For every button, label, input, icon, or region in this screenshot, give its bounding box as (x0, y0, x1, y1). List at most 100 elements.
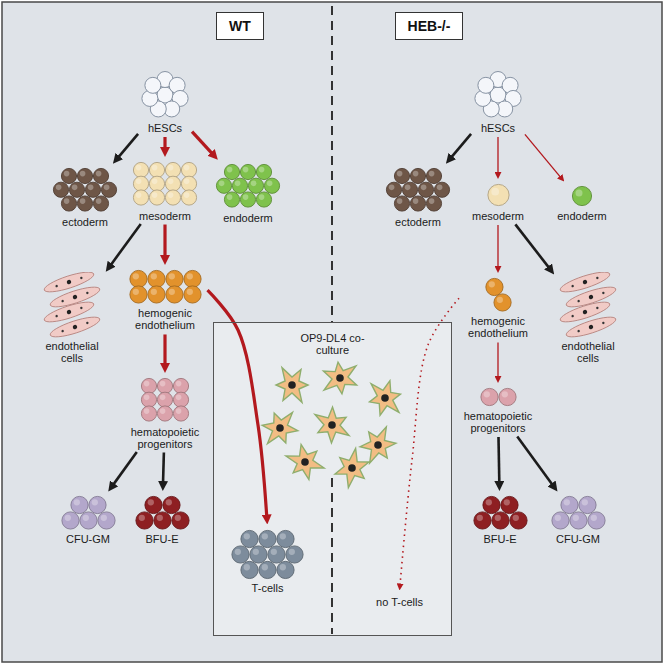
node-label: endoderm (557, 210, 607, 222)
coculture-box: OP9-DL4 co-cultureT-cellsno T-cells (213, 322, 452, 636)
cell (129, 270, 146, 287)
cell (256, 192, 271, 207)
cell-cluster: hESCs (473, 70, 523, 134)
cell (133, 190, 148, 205)
cell (259, 561, 276, 578)
cell (165, 190, 180, 205)
cell (61, 196, 76, 211)
cell-cluster: hemogenic endothelium (459, 276, 537, 339)
cell (232, 178, 247, 193)
stromal-cell (286, 444, 324, 479)
cell (133, 162, 148, 177)
cell (93, 196, 108, 211)
cell (394, 196, 409, 211)
cell-cluster: endoderm (557, 184, 607, 222)
cell (153, 512, 170, 529)
cell (97, 512, 114, 529)
cell (224, 164, 239, 179)
node-label: CFU-GM (66, 533, 110, 545)
cell (241, 561, 258, 578)
cell (500, 496, 517, 513)
arrow-connector (192, 132, 213, 155)
arrow-connector (517, 436, 553, 485)
cell (149, 162, 164, 177)
cell (560, 496, 577, 513)
genotype-header: HEB-/- (395, 12, 464, 40)
header-label: HEB-/- (408, 18, 451, 34)
cell-illustration (473, 70, 523, 120)
cell-illustration (480, 182, 517, 208)
cell (77, 168, 92, 183)
cell (70, 496, 87, 513)
endothelial-cell (564, 313, 617, 338)
coculture-ground (213, 322, 452, 636)
cell (165, 176, 180, 191)
cell (135, 512, 152, 529)
cell (173, 378, 188, 393)
cell (240, 192, 255, 207)
arrow-connector (497, 137, 498, 174)
endothelial-cells: endothelial cells (40, 272, 104, 364)
arrow-connector (515, 224, 550, 268)
node-label: endothelial cells (40, 340, 104, 364)
cell (482, 496, 499, 513)
cell-illustration (55, 494, 122, 531)
cell (181, 176, 196, 191)
node-label: no T-cells (376, 596, 423, 608)
node-label: hemogenic endothelium (459, 315, 537, 339)
stromal-cell (315, 407, 349, 443)
arrow-connector (163, 225, 166, 258)
cell (181, 190, 196, 205)
cell (69, 182, 84, 197)
cell-cluster: BFU-E (467, 494, 534, 545)
arrow-connector (163, 137, 166, 150)
node-label: hemogenic endothelium (125, 307, 205, 331)
cell (551, 512, 568, 529)
cell (493, 294, 510, 311)
cell (157, 392, 172, 407)
arrow-connector (497, 342, 498, 378)
cell (61, 512, 78, 529)
cell-illustration (135, 376, 195, 424)
cell (434, 182, 449, 197)
arrow-connector (112, 452, 136, 486)
cell (93, 168, 108, 183)
cell-illustration (474, 386, 523, 408)
cell (569, 512, 586, 529)
endothelial-cells: endothelial cells (556, 272, 620, 364)
cell (232, 545, 249, 562)
cell-cluster: hematopoietic progenitors (459, 386, 537, 434)
cell (578, 496, 595, 513)
cell-illustration (47, 166, 123, 214)
arrow-connector (497, 225, 498, 268)
cell-illustration (545, 494, 612, 531)
node-label: mesoderm (472, 210, 524, 222)
cell (85, 182, 100, 197)
node-label: ectoderm (395, 216, 441, 228)
node-label: hESCs (148, 122, 182, 134)
stromal-cell (276, 368, 308, 403)
endothelial-illustration (43, 272, 101, 338)
outcome-label: no T-cells (376, 594, 423, 608)
arrow-connector (400, 298, 459, 585)
stromal-cell (360, 427, 396, 463)
node-label: ectoderm (62, 216, 108, 228)
cell (394, 168, 409, 183)
cell-cluster: T-cells (225, 528, 310, 595)
node-label: BFU-E (146, 533, 179, 545)
cell (277, 530, 294, 547)
cell (162, 496, 179, 513)
cell-cluster: ectoderm (47, 166, 123, 228)
arrow-connector (450, 134, 471, 158)
node-label: endothelial cells (556, 340, 620, 364)
node-label: CFU-GM (556, 533, 600, 545)
arrow-connector (208, 290, 267, 517)
cell (77, 196, 92, 211)
cell (147, 270, 164, 287)
cell (256, 164, 271, 179)
arrow-connector (110, 224, 141, 266)
cell (181, 162, 196, 177)
cell (171, 512, 188, 529)
node-label: mesoderm (139, 210, 191, 222)
